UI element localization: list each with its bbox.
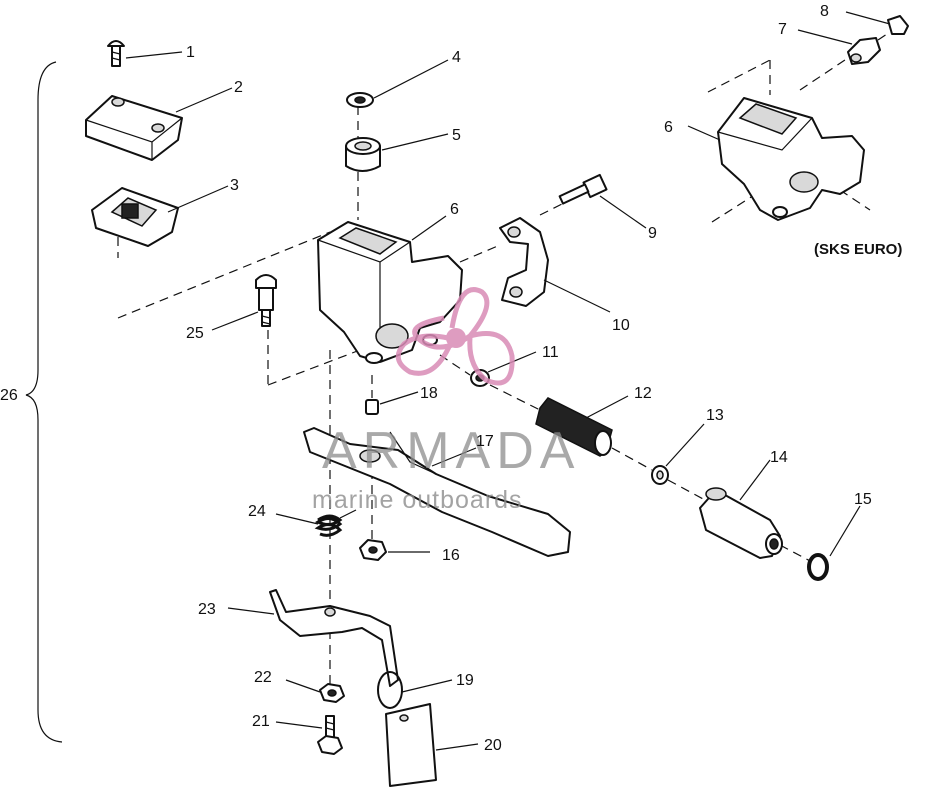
part-nut-16 <box>359 539 430 561</box>
callout-26: 26 <box>0 387 18 404</box>
callout-3: 3 <box>230 177 239 194</box>
callout-9: 9 <box>648 225 657 242</box>
callout-4: 4 <box>452 49 461 66</box>
part-bushing-5 <box>345 133 449 172</box>
part-diaphragm-3 <box>91 185 229 247</box>
callout-6: 6 <box>450 201 459 218</box>
part-bolt-9 <box>558 173 647 229</box>
part-seal-15 <box>807 505 861 581</box>
callout-18: 18 <box>420 385 438 402</box>
part-clamp-10 <box>499 217 611 313</box>
callout-22: 22 <box>254 669 272 686</box>
callout-8: 8 <box>820 3 829 20</box>
callout-6-euro: 6 <box>664 119 673 136</box>
variant-note: (SKS EURO) <box>814 241 902 258</box>
assembly-lines <box>117 31 891 690</box>
callout-12: 12 <box>634 385 652 402</box>
callout-1: 1 <box>186 44 195 61</box>
watermark-tagline: marine outboards <box>312 486 523 514</box>
part-spring-24 <box>275 509 357 537</box>
callout-21: 21 <box>252 713 270 730</box>
part-piston-14 <box>699 459 783 559</box>
part-lever-17 <box>303 427 571 557</box>
callout-10: 10 <box>612 317 630 334</box>
callout-2: 2 <box>234 79 243 96</box>
callout-17: 17 <box>476 433 494 450</box>
callout-5: 5 <box>452 127 461 144</box>
part-ring-19 <box>377 671 453 709</box>
part-setscrew-18 <box>365 391 419 415</box>
callout-14: 14 <box>770 449 788 466</box>
callout-7: 7 <box>778 21 787 38</box>
part-master-cylinder-6 <box>317 215 463 364</box>
part-master-cylinder-6-euro <box>687 97 865 221</box>
part-washer-13 <box>651 423 705 485</box>
watermark-brand: ARMADA <box>322 422 580 480</box>
callout-23: 23 <box>198 601 216 618</box>
callout-16: 16 <box>442 547 460 564</box>
part-fitting-7 <box>797 29 881 65</box>
part-nut-22 <box>285 679 345 703</box>
part-bolt-8 <box>845 11 909 35</box>
callout-13: 13 <box>706 407 724 424</box>
part-boot-12 <box>535 395 629 457</box>
watermark-logo <box>395 287 515 386</box>
callout-11: 11 <box>542 344 559 361</box>
callout-25: 25 <box>186 325 204 342</box>
part-bolt-25 <box>211 274 277 331</box>
callout-15: 15 <box>854 491 872 508</box>
part-screw-1 <box>107 40 183 67</box>
part-cover-2 <box>85 87 233 161</box>
callout-20: 20 <box>484 737 502 754</box>
part-bracket-23 <box>227 589 399 687</box>
part-tag-20 <box>385 703 479 787</box>
part-washer-4 <box>346 59 449 108</box>
part-bolt-21 <box>275 715 343 755</box>
callout-19: 19 <box>456 672 474 689</box>
callout-24: 24 <box>248 503 266 520</box>
assembly-bracket <box>25 61 63 743</box>
